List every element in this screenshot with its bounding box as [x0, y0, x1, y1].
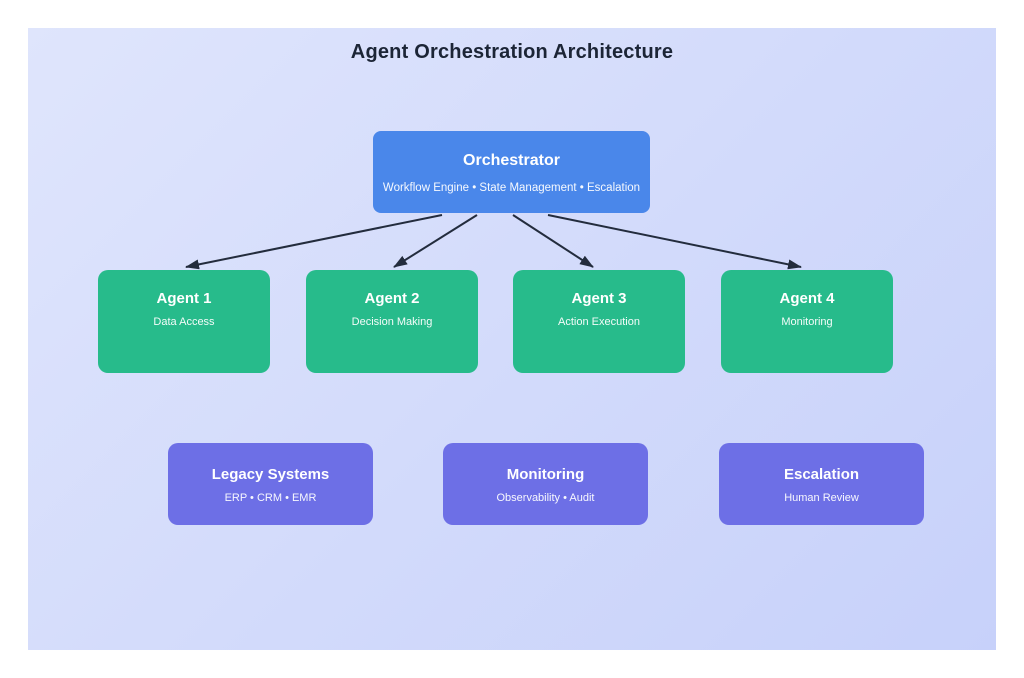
connector-arrow-orchestrator-agent-2	[393, 214, 478, 268]
node-orchestrator-title: Orchestrator	[463, 151, 560, 169]
connector-arrow-orchestrator-agent-1	[185, 214, 443, 270]
node-legacy-systems: Legacy Systems ERP • CRM • EMR	[168, 443, 373, 525]
node-agent-1-subtitle: Data Access	[153, 316, 215, 328]
node-monitoring-subtitle: Observability • Audit	[496, 491, 595, 504]
node-agent-4: Agent 4 Monitoring	[721, 270, 893, 373]
node-monitoring: Monitoring Observability • Audit	[443, 443, 648, 525]
node-agent-1: Agent 1 Data Access	[98, 270, 270, 373]
node-agent-4-title: Agent 4	[779, 290, 835, 307]
node-agent-2: Agent 2 Decision Making	[306, 270, 478, 373]
diagram-title: Agent Orchestration Architecture	[350, 41, 674, 63]
node-agent-3-subtitle: Action Execution	[558, 316, 640, 328]
diagram-canvas: Agent Orchestration Architecture Orchest…	[28, 28, 996, 650]
node-escalation: Escalation Human Review	[719, 443, 924, 525]
node-orchestrator: Orchestrator Workflow Engine • State Man…	[373, 131, 650, 213]
node-agent-2-title: Agent 2	[364, 290, 420, 307]
connector-arrow-orchestrator-agent-4	[547, 214, 802, 270]
connector-arrow-orchestrator-agent-3	[512, 214, 594, 268]
node-agent-4-subtitle: Monitoring	[781, 316, 833, 328]
node-agent-3: Agent 3 Action Execution	[513, 270, 685, 373]
node-agent-1-title: Agent 1	[156, 290, 212, 307]
node-legacy-systems-subtitle: ERP • CRM • EMR	[224, 491, 317, 504]
connector-arrows	[185, 214, 802, 270]
node-legacy-systems-title: Legacy Systems	[211, 465, 330, 483]
node-orchestrator-subtitle: Workflow Engine • State Management • Esc…	[382, 181, 641, 194]
node-agent-2-subtitle: Decision Making	[351, 316, 433, 328]
node-escalation-subtitle: Human Review	[784, 491, 859, 504]
node-agent-3-title: Agent 3	[571, 290, 627, 307]
node-escalation-title: Escalation	[783, 465, 860, 483]
node-monitoring-title: Monitoring	[506, 465, 585, 483]
